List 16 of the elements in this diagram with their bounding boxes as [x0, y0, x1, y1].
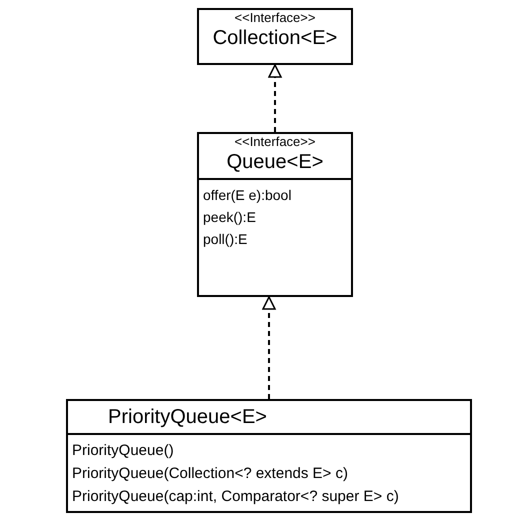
method-signature: PriorityQueue(cap:int, Comparator<? super E> c) — [72, 487, 400, 507]
method-signature: poll():E — [203, 230, 248, 249]
stereotype-label: <<Interface>> — [234, 134, 316, 150]
realization-arrow — [268, 64, 282, 132]
class-name: Collection<E> — [212, 26, 338, 50]
class-name: Queue<E> — [226, 150, 324, 174]
method-signature: PriorityQueue() — [72, 441, 175, 461]
method-signature: peek():E — [203, 208, 257, 227]
class-name: PriorityQueue<E> — [107, 405, 267, 429]
realization-arrow — [262, 296, 276, 399]
uml-class-box — [197, 8, 353, 65]
method-signature: PriorityQueue(Collection<? extends E> c) — [72, 464, 349, 484]
uml-class-box — [197, 132, 353, 297]
stereotype-label: <<Interface>> — [234, 10, 316, 26]
method-signature: offer(E e):bool — [203, 186, 292, 205]
uml-class-box — [66, 399, 472, 513]
